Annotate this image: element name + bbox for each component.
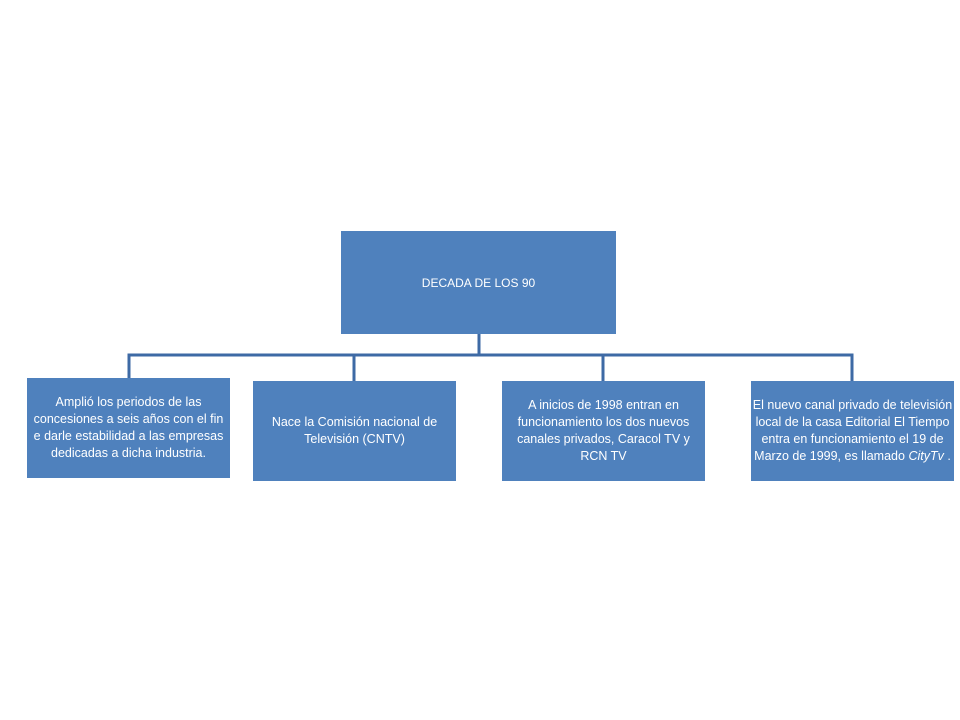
child-node-4-tail: . [943,449,951,463]
child-node-1: Amplió los periodos de las concesiones a… [27,378,230,478]
child-node-4-text: El nuevo canal privado de televisión loc… [752,398,953,463]
child-node-3: A inicios de 1998 entran en funcionamien… [502,381,705,481]
child-node-4: El nuevo canal privado de televisión loc… [751,381,954,481]
child-node-2: Nace la Comisión nacional de Televisión … [253,381,456,481]
root-node-label: DECADA DE LOS 90 [421,276,536,290]
child-node-3-label: A inicios de 1998 entran en funcionamien… [517,398,690,463]
child-node-2-label: Nace la Comisión nacional de Televisión … [271,415,438,446]
child-node-1-label: Amplió los periodos de las concesiones a… [33,395,224,460]
child-node-4-italic: CityTv [908,449,944,463]
root-node: DECADA DE LOS 90 [341,231,616,334]
child-node-4-label: El nuevo canal privado de televisión loc… [751,397,954,465]
